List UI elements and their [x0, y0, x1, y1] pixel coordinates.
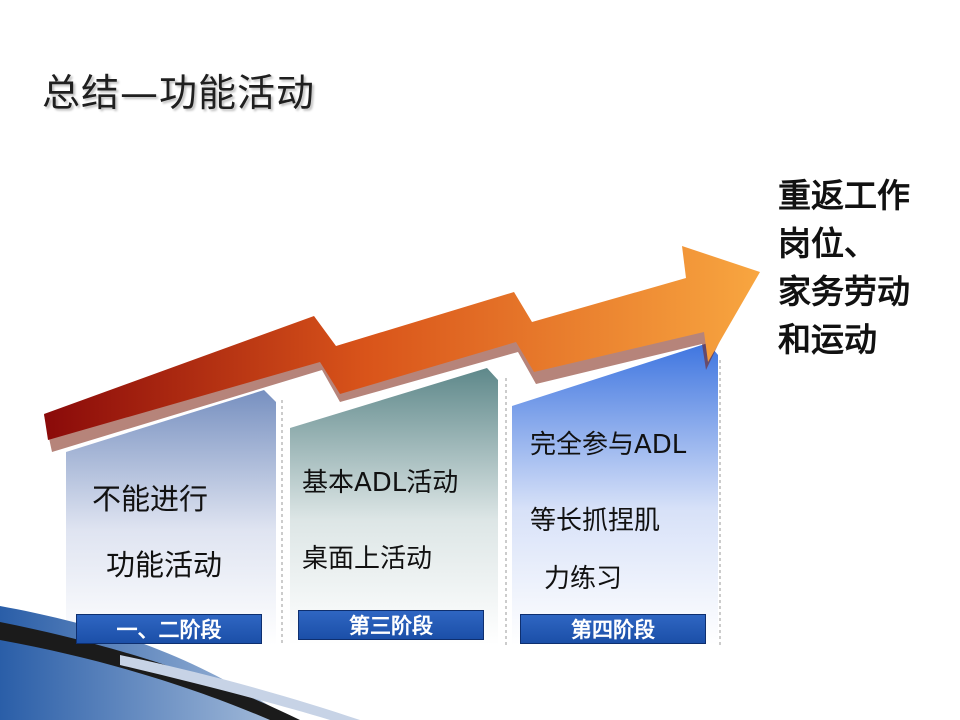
- goal-line-3: 家务劳动: [778, 272, 910, 311]
- column-1-line-1: 不能进行: [92, 482, 209, 516]
- column-3-line-3: 力练习: [544, 564, 623, 594]
- column-panel-2: [290, 368, 498, 645]
- column-1-line-2: 功能活动: [106, 548, 223, 582]
- column-panel-3: [512, 343, 718, 645]
- column-2-line-2: 桌面上活动: [302, 544, 433, 574]
- goal-text: 重返工作 岗位、 家务劳动 和运动: [778, 172, 910, 364]
- page-title: 总结—功能活动: [42, 71, 316, 115]
- column-3-line-2: 等长抓捏肌: [530, 506, 661, 536]
- stage-label-3: 第四阶段: [520, 614, 706, 644]
- column-3-line-1: 完全参与ADL: [530, 430, 687, 460]
- stage-label-2: 第三阶段: [298, 610, 484, 640]
- goal-line-4: 和运动: [778, 320, 877, 359]
- goal-line-1: 重返工作: [778, 176, 910, 215]
- column-panel-1: [66, 390, 276, 645]
- stage-label-1: 一、二阶段: [76, 614, 262, 644]
- column-2-line-1: 基本ADL活动: [302, 468, 459, 498]
- zigzag-arrow-icon: [44, 246, 760, 440]
- goal-line-2: 岗位、: [778, 224, 877, 263]
